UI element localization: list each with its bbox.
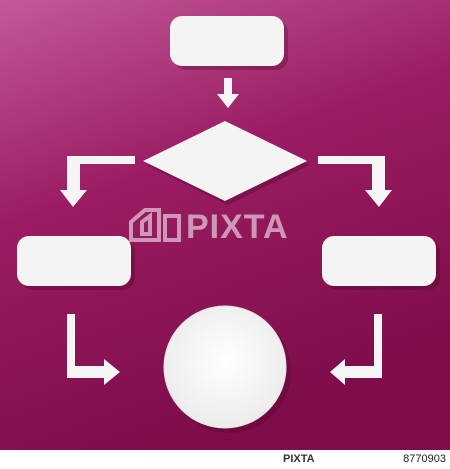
left-process-box bbox=[17, 236, 135, 290]
flowchart-canvas: PIXTA bbox=[0, 0, 450, 450]
arrow-right-branch bbox=[318, 156, 392, 207]
arrow-down-1 bbox=[217, 78, 239, 108]
image-id-label: 8770903 bbox=[403, 453, 446, 465]
watermark-text: PIXTA bbox=[186, 208, 289, 246]
end-circle bbox=[163, 305, 291, 433]
footer-logo: PIXTA bbox=[283, 453, 315, 465]
pixta-logo-icon bbox=[129, 208, 181, 242]
footer-bar: PIXTA 8770903 bbox=[0, 450, 450, 469]
watermark: PIXTA bbox=[129, 208, 289, 246]
arrow-left-to-circle bbox=[67, 314, 120, 385]
start-box bbox=[170, 16, 288, 70]
flowchart-diagram: PIXTA bbox=[0, 0, 450, 450]
arrow-right-to-circle bbox=[330, 314, 382, 385]
right-process-box bbox=[322, 236, 440, 290]
decision-diamond bbox=[143, 121, 310, 205]
arrow-left-branch bbox=[60, 156, 135, 207]
